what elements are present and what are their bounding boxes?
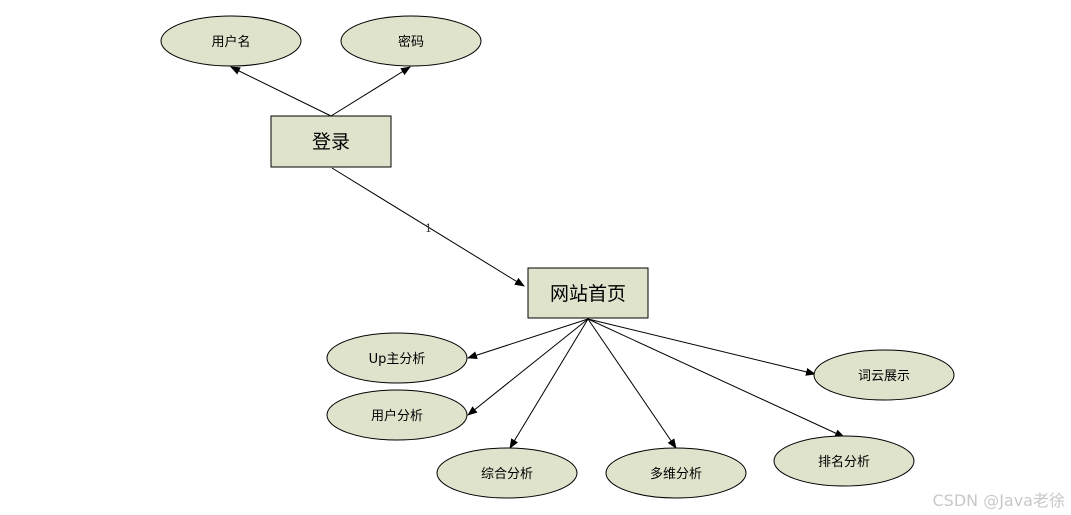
node-ranking-analysis: 排名分析 [773,435,915,487]
node-username-label: 用户名 [211,34,250,50]
watermark: CSDN @Java老徐 [932,491,1065,510]
edge-homepage-user [467,318,589,416]
node-up-analysis-label: Up主分析 [369,352,426,367]
node-password-label: 密码 [398,34,424,50]
edge-homepage-up [467,318,589,360]
node-username: 用户名 [160,15,302,67]
edge-homepage-wordcloud [587,318,816,376]
node-login-label: 登录 [312,131,350,153]
edge-homepage-ranking [587,318,845,438]
node-homepage-label: 网站首页 [550,283,626,305]
node-overall-analysis: 综合分析 [436,447,578,499]
node-ranking-analysis-label: 排名分析 [818,454,870,470]
node-multidim-analysis: 多维分析 [605,447,747,499]
node-user-analysis: 用户分析 [326,389,468,441]
node-homepage: 网站首页 [527,267,649,319]
node-user-analysis-label: 用户分析 [371,408,423,424]
node-overall-analysis-label: 综合分析 [481,467,533,482]
node-login: 登录 [270,115,392,168]
edge-login-username [230,66,332,117]
edge-login-password [330,66,411,117]
edge-homepage-multidim [587,318,677,449]
edges: 1 [230,66,845,449]
edge-login-homepage [331,167,525,287]
node-multidim-analysis-label: 多维分析 [650,466,702,482]
edge-homepage-overall [509,318,589,449]
node-wordcloud-label: 词云展示 [858,369,910,384]
node-password: 密码 [340,15,482,67]
edge-label-login-homepage: 1 [425,222,432,235]
node-wordcloud: 词云展示 [813,349,955,401]
node-up-analysis: Up主分析 [326,332,468,384]
